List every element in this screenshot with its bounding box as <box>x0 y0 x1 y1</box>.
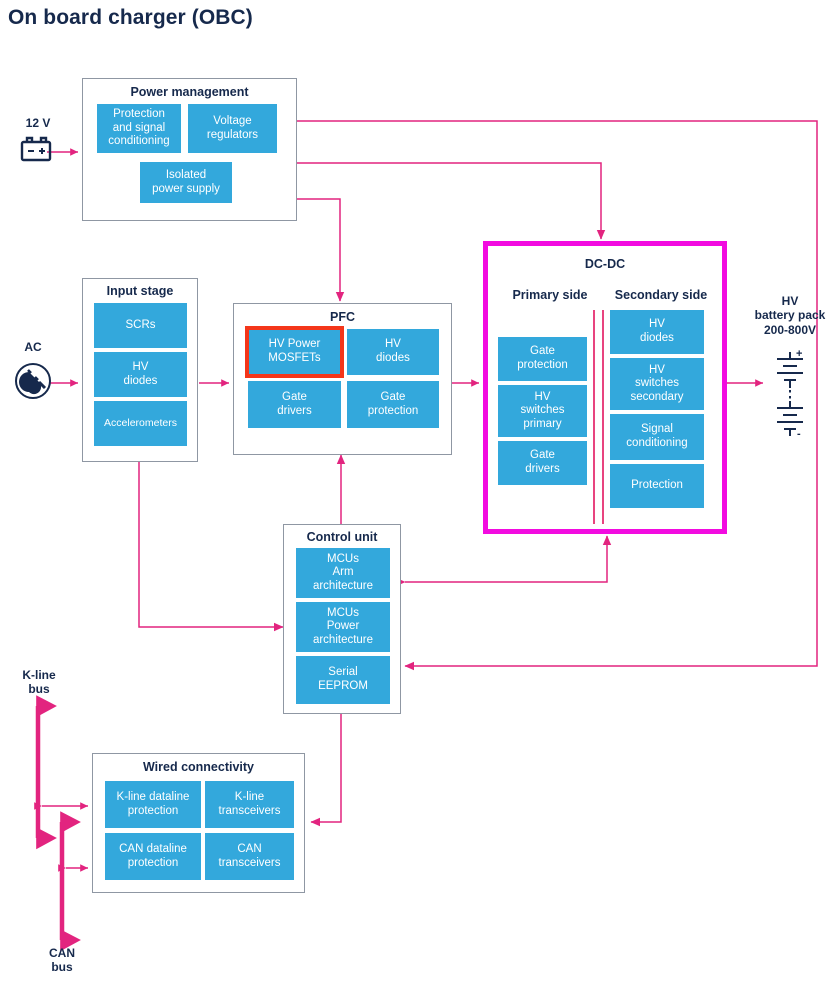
can-bus-line1: CAN <box>49 946 75 960</box>
group-title-dc-dc: DC-DC <box>584 257 626 271</box>
block-label: Accelerometers <box>104 417 177 430</box>
k-line-bus-line1: K-line <box>22 668 56 682</box>
label-12v: 12 V <box>25 116 51 130</box>
group-title-wired-connectivity: Wired connectivity <box>142 760 255 774</box>
battery-12v-icon <box>20 136 52 162</box>
block-label: SCRs <box>125 318 156 331</box>
hv-battery-cells-icon <box>777 352 803 436</box>
k-line-bus-line2: bus <box>28 682 50 697</box>
can-bus-line2: bus <box>51 960 73 975</box>
group-title-input-stage: Input stage <box>106 284 174 298</box>
label-ac: AC <box>24 340 42 354</box>
block-protection-secondary[interactable]: Protection <box>610 464 704 508</box>
group-title-control-unit: Control unit <box>306 530 378 544</box>
group-title-power-management: Power management <box>130 85 249 99</box>
svg-text:-: - <box>797 428 801 440</box>
label-can-bus: CAN bus <box>28 946 96 975</box>
block-scrs[interactable]: SCRs <box>94 303 187 348</box>
hv-battery-line3: 200-800V <box>763 322 817 337</box>
subtitle-secondary-side: Secondary side <box>614 288 708 302</box>
hv-battery-line2: battery pack <box>754 308 826 323</box>
block-accelerometers[interactable]: Accelerometers <box>94 401 187 446</box>
ac-plug-icon <box>15 363 51 399</box>
isolation-barrier-line-1 <box>593 310 595 524</box>
subtitle-primary-side: Primary side <box>512 288 588 302</box>
page-title: On board charger (OBC) <box>8 6 253 29</box>
svg-text:+: + <box>796 348 802 360</box>
label-hv-battery-pack: HV battery pack 200-800V <box>739 294 831 337</box>
hv-battery-line1: HV <box>781 294 799 308</box>
label-k-line-bus: K-line bus <box>5 668 73 697</box>
block-label: Protection <box>631 479 683 492</box>
isolation-barrier-line-2 <box>602 310 604 524</box>
group-title-pfc: PFC <box>330 310 355 324</box>
